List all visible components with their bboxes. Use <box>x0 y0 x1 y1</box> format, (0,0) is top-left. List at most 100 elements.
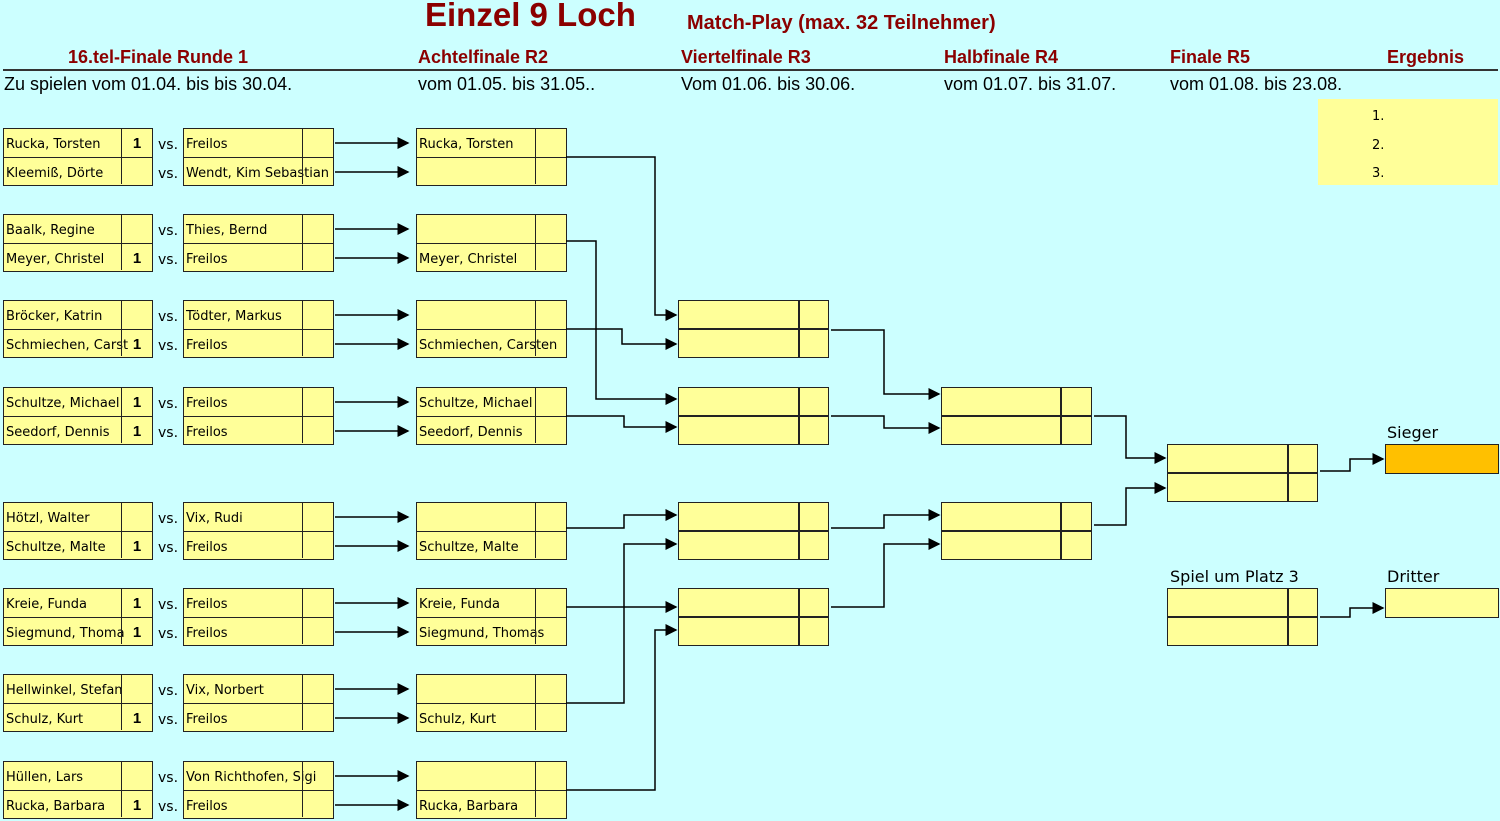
score-cell[interactable] <box>535 617 566 644</box>
score-cell[interactable] <box>535 329 566 356</box>
player-name-cell[interactable]: Schulz, Kurt <box>419 711 497 727</box>
score-cell[interactable] <box>535 589 566 617</box>
player-name-cell[interactable]: Seedorf, Dennis <box>419 424 523 440</box>
player-name-cell[interactable]: Tödter, Markus <box>186 309 282 324</box>
score-cell[interactable]: 1 <box>121 617 152 644</box>
player-name-cell[interactable]: Hellwinkel, Stefan <box>6 683 123 698</box>
score-cell[interactable] <box>302 301 333 329</box>
score-cell[interactable] <box>302 762 333 790</box>
score-cell[interactable]: 1 <box>121 589 152 617</box>
player-name-cell[interactable]: Schulz, Kurt <box>6 711 84 727</box>
player-name-cell[interactable]: Vix, Norbert <box>186 683 264 698</box>
score-cell[interactable] <box>535 503 566 531</box>
score-cell[interactable] <box>302 243 333 270</box>
sieger-cell[interactable] <box>1385 444 1499 474</box>
score-cell[interactable] <box>302 675 333 703</box>
player-name-cell[interactable]: Freilos <box>186 251 228 267</box>
score-cell[interactable] <box>121 215 152 243</box>
score-cell[interactable]: 1 <box>121 129 152 157</box>
player-name-cell[interactable]: Kreie, Funda <box>419 597 500 612</box>
player-name-cell[interactable]: Wendt, Kim Sebastian <box>186 165 330 181</box>
player-name-cell[interactable]: Freilos <box>186 597 228 612</box>
player-name-cell[interactable]: Freilos <box>186 337 228 353</box>
player-name-cell[interactable]: Thies, Bernd <box>186 223 268 238</box>
score-cell[interactable] <box>302 531 333 558</box>
player-name-cell[interactable]: Kreie, Funda <box>6 597 87 612</box>
player-name-cell[interactable]: Schultze, Michael <box>419 396 533 411</box>
player-name-cell[interactable]: Hötzl, Walter <box>6 511 90 526</box>
dritter-cell[interactable] <box>1385 588 1499 618</box>
player-name-cell[interactable]: Meyer, Christel <box>6 251 105 267</box>
score-cell[interactable] <box>535 416 566 443</box>
score-cell[interactable] <box>121 762 152 790</box>
player-name-cell[interactable]: Rucka, Torsten <box>419 137 514 152</box>
score-cell[interactable]: 1 <box>121 388 152 416</box>
player-name-cell[interactable]: Rucka, Barbara <box>419 798 519 814</box>
score-cell[interactable] <box>535 301 566 329</box>
round3-box[interactable] <box>678 502 829 560</box>
player-name-cell[interactable]: Von Richthofen, Sigi <box>186 770 317 785</box>
score-cell[interactable] <box>302 503 333 531</box>
final-box[interactable] <box>1167 444 1318 502</box>
score-cell[interactable] <box>302 617 333 644</box>
player-name-cell[interactable]: Freilos <box>186 396 228 411</box>
player-name-cell[interactable]: Bröcker, Katrin <box>6 309 103 324</box>
player-name-cell[interactable]: Meyer, Christel <box>419 251 518 267</box>
score-cell[interactable] <box>535 388 566 416</box>
score-cell[interactable] <box>535 703 566 730</box>
score-cell[interactable] <box>535 157 566 184</box>
score-cell[interactable] <box>535 762 566 790</box>
player-name-cell[interactable]: Freilos <box>186 539 228 555</box>
score-cell[interactable]: 1 <box>121 416 152 443</box>
score-cell[interactable] <box>302 388 333 416</box>
score-cell[interactable] <box>302 416 333 443</box>
round3-box[interactable] <box>678 387 829 445</box>
player-name-cell[interactable]: Kleemiß, Dörte <box>6 165 104 181</box>
player-name-cell[interactable]: Hüllen, Lars <box>6 770 84 785</box>
round4-box[interactable] <box>941 502 1092 560</box>
score-cell[interactable] <box>302 703 333 730</box>
player-name-cell[interactable]: Freilos <box>186 625 228 641</box>
score-cell[interactable] <box>302 790 333 817</box>
score-cell[interactable] <box>121 301 152 329</box>
round3-box[interactable] <box>678 588 829 646</box>
round4-box[interactable] <box>941 387 1092 445</box>
score-cell[interactable]: 1 <box>121 790 152 817</box>
score-cell[interactable] <box>535 129 566 157</box>
player-name-cell[interactable]: Freilos <box>186 798 228 814</box>
player-name-cell[interactable]: Schultze, Malte <box>419 539 519 555</box>
score-cell[interactable] <box>302 157 333 184</box>
score-cell[interactable]: 1 <box>121 703 152 730</box>
score-cell[interactable]: 1 <box>121 531 152 558</box>
player-name-cell[interactable]: Siegmund, Thoma <box>6 625 125 641</box>
player-name-cell[interactable]: Vix, Rudi <box>186 511 243 526</box>
score-cell[interactable] <box>535 215 566 243</box>
player-name-cell[interactable]: Freilos <box>186 711 228 727</box>
score-cell[interactable] <box>121 157 152 184</box>
player-name-cell[interactable]: Freilos <box>186 137 228 152</box>
player-name-cell[interactable]: Schmiechen, Carst <box>6 337 129 353</box>
player-name-cell[interactable]: Schmiechen, Carsten <box>419 337 558 353</box>
player-name-cell[interactable]: Freilos <box>186 424 228 440</box>
player-name-cell[interactable]: Siegmund, Thomas <box>419 625 545 641</box>
score-cell[interactable] <box>535 790 566 817</box>
third-place-box[interactable] <box>1167 588 1318 646</box>
score-cell[interactable] <box>535 675 566 703</box>
score-cell[interactable] <box>302 215 333 243</box>
score-cell[interactable] <box>302 589 333 617</box>
score-cell[interactable] <box>121 503 152 531</box>
score-cell[interactable] <box>535 243 566 270</box>
score-cell[interactable]: 1 <box>121 243 152 270</box>
score-cell[interactable] <box>121 675 152 703</box>
player-name-cell[interactable]: Schultze, Michael <box>6 396 120 411</box>
score-cell[interactable] <box>302 129 333 157</box>
player-name-cell[interactable]: Rucka, Torsten <box>6 137 101 152</box>
score-cell[interactable] <box>535 531 566 558</box>
player-name-cell[interactable]: Schultze, Malte <box>6 539 106 555</box>
player-name-cell[interactable]: Rucka, Barbara <box>6 798 106 814</box>
score-cell[interactable] <box>302 329 333 356</box>
player-name-cell[interactable]: Seedorf, Dennis <box>6 424 110 440</box>
score-cell[interactable]: 1 <box>121 329 152 356</box>
round3-box[interactable] <box>678 300 829 358</box>
player-name-cell[interactable]: Baalk, Regine <box>6 223 95 238</box>
